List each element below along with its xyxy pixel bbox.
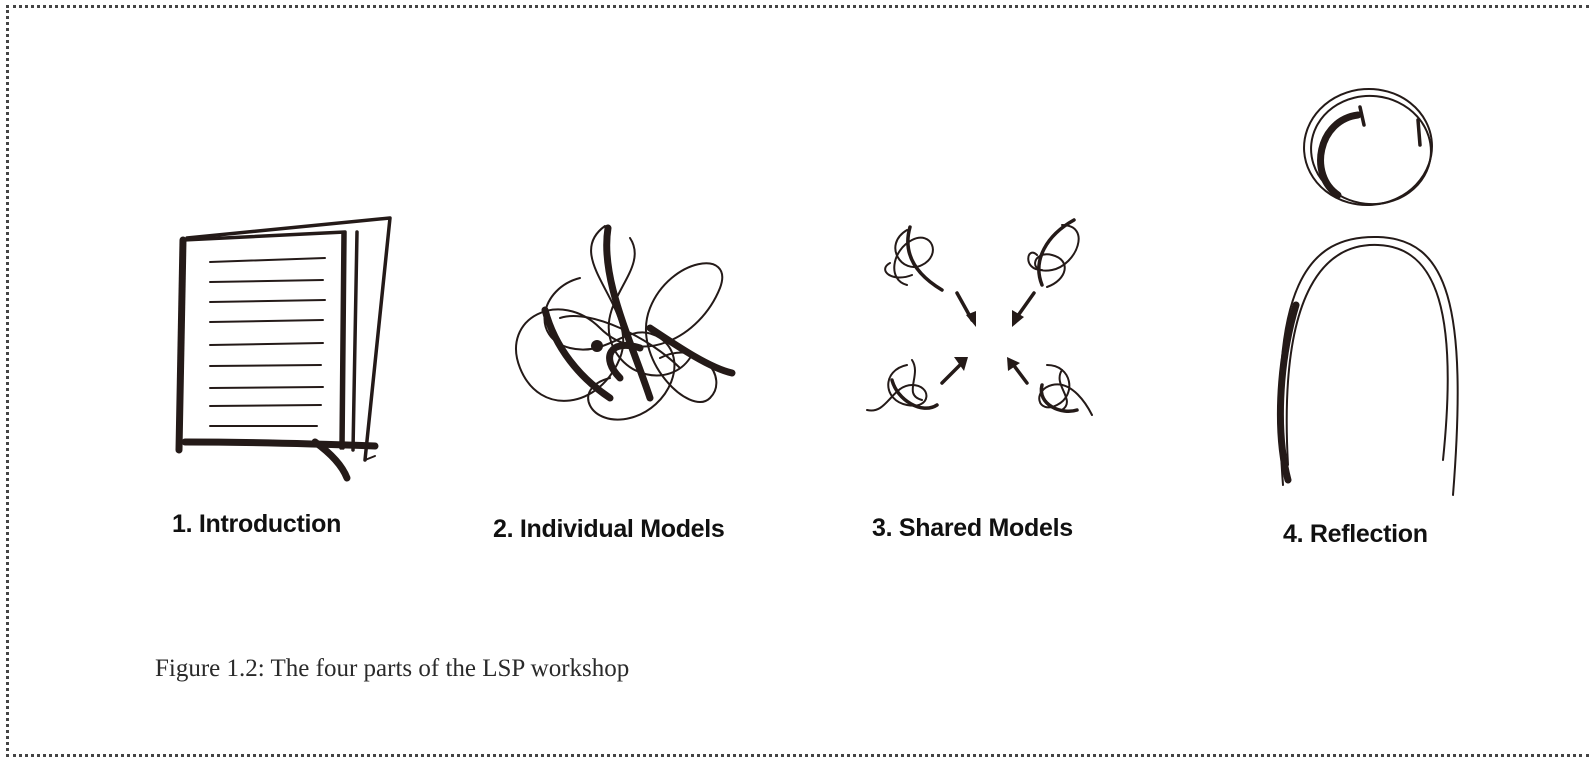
step-label-introduction: 1. Introduction — [172, 510, 342, 538]
step-label-reflection: 4. Reflection — [1283, 520, 1428, 548]
step-individual-models — [500, 218, 740, 438]
figure-frame — [6, 5, 1589, 757]
document-icon — [175, 216, 392, 482]
step-shared-models — [862, 215, 1102, 435]
person-icon — [1276, 87, 1459, 496]
figure-caption: Figure 1.2: The four parts of the LSP wo… — [155, 655, 630, 682]
step-introduction — [165, 210, 405, 490]
step-label-shared-models: 3. Shared Models — [872, 514, 1073, 542]
tangle-icon — [515, 224, 736, 421]
converging-tangles-icon — [866, 218, 1093, 416]
step-label-individual-models: 2. Individual Models — [493, 515, 725, 543]
step-reflection — [1268, 85, 1478, 505]
